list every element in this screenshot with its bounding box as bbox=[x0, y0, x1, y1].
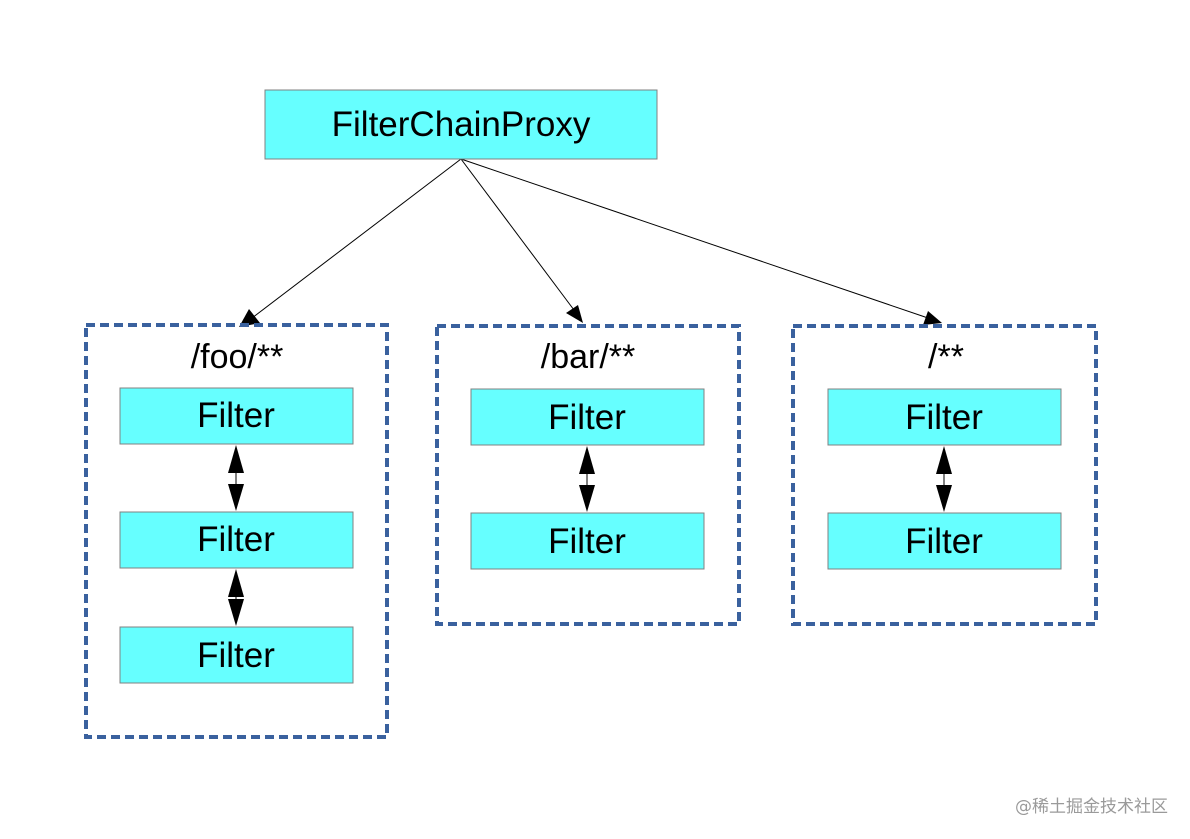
chain-1-filter-1-label: Filter bbox=[197, 396, 275, 435]
chain-2-link-1-2 bbox=[579, 446, 595, 512]
root-edges bbox=[239, 158, 942, 327]
chain-2-filter-2-label: Filter bbox=[548, 522, 626, 561]
chain-3-filter-1 bbox=[827, 388, 1062, 446]
chain-1-filter-3-label: Filter bbox=[197, 636, 275, 675]
chain-2-pattern: /bar/** bbox=[541, 338, 636, 376]
chain-3-dashed-border bbox=[791, 324, 1098, 626]
chain-1-filter-3 bbox=[119, 626, 354, 684]
chain-2-filter-2 bbox=[470, 512, 705, 570]
chain-group-foo: /foo/** Filter Filter Filter bbox=[84, 323, 389, 739]
chain-3-filter-2 bbox=[827, 512, 1062, 570]
root-node-label: FilterChainProxy bbox=[332, 105, 591, 144]
root-node: FilterChainProxy bbox=[264, 89, 658, 160]
chain-2-filter-1 bbox=[470, 388, 705, 446]
chain-1-link-1-2 bbox=[228, 445, 244, 511]
chain-1-filter-2 bbox=[119, 511, 354, 569]
chain-group-all: /** Filter Filter bbox=[791, 324, 1098, 626]
chain-2-filter-1-label: Filter bbox=[548, 398, 626, 437]
chain-1-pattern: /foo/** bbox=[191, 338, 284, 376]
edge-root-to-chain-1 bbox=[251, 158, 462, 319]
edge-root-to-chain-3 bbox=[460, 158, 929, 319]
edge-root-to-chain-2 bbox=[460, 158, 575, 311]
chain-3-filter-2-label: Filter bbox=[905, 522, 983, 561]
arrowhead-chain-3 bbox=[923, 311, 942, 325]
chain-3-pattern: /** bbox=[928, 338, 964, 376]
chain-2-dashed-border bbox=[435, 324, 741, 626]
chain-3-filter-1-label: Filter bbox=[905, 398, 983, 437]
chain-3-link-1-2 bbox=[936, 446, 952, 512]
arrowhead-chain-2 bbox=[566, 305, 583, 323]
chain-1-filter-1 bbox=[119, 387, 354, 445]
chain-1-filter-2-label: Filter bbox=[197, 520, 275, 559]
chain-1-link-2-3 bbox=[228, 569, 244, 626]
arrowhead-chain-1 bbox=[239, 309, 260, 327]
chain-group-bar: /bar/** Filter Filter bbox=[435, 324, 741, 626]
chain-1-dashed-border bbox=[84, 323, 389, 739]
watermark: @稀土掘金技术社区 bbox=[1015, 797, 1168, 817]
